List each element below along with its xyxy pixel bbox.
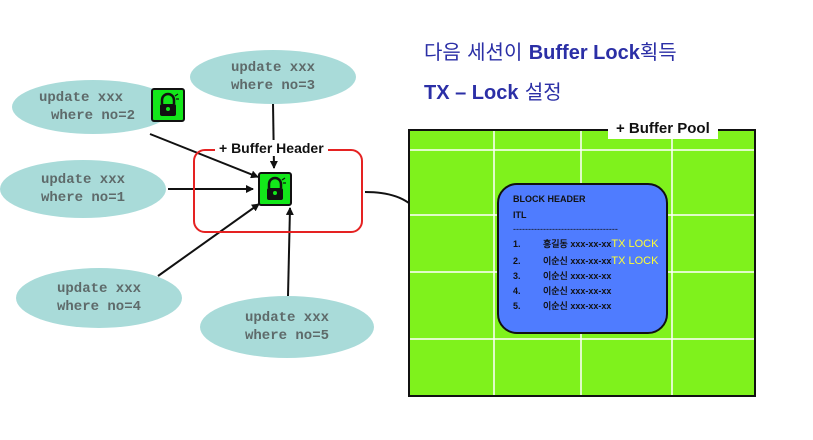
tx-lock-badge: TX LOCK (611, 238, 659, 250)
block-row: 4.이순신 xxx-xx-xx (513, 286, 612, 296)
padlock-icon (151, 88, 185, 122)
arrow-no5 (285, 207, 294, 297)
buffer-header-padlock-icon (258, 172, 292, 206)
buffer-header-label: + Buffer Header (215, 140, 328, 156)
block-row: 2.이순신 xxx-xx-xxTX LOCK (513, 255, 659, 267)
session-no5: update xxx where no=5 (200, 296, 374, 358)
title-line-1: 다음 세션이 Buffer Lock획득 (424, 40, 677, 64)
block-row: 1.홍길동 xxx-xx-xxTX LOCK (513, 238, 659, 250)
block-separator: ----------------------------------- (513, 224, 618, 234)
block-row: 5.이순신 xxx-xx-xx (513, 301, 612, 311)
tx-lock-badge: TX LOCK (611, 255, 659, 267)
block-header-label: BLOCK HEADER (513, 194, 586, 204)
session-no2: update xxx where no=2 (12, 80, 174, 134)
data-block: BLOCK HEADER ITL -----------------------… (497, 183, 668, 334)
arrow-no3 (269, 102, 278, 169)
session-no4: update xxx where no=4 (16, 268, 182, 328)
itl-label: ITL (513, 210, 527, 220)
session-no3: update xxx where no=3 (190, 50, 356, 104)
block-row: 3.이순신 xxx-xx-xx (513, 271, 612, 281)
title-line-2: TX – Lock 설정 (424, 80, 562, 104)
session-no1: update xxx where no=1 (0, 160, 166, 218)
buffer-pool-label: + Buffer Pool (608, 118, 718, 139)
arrow-no4 (157, 203, 260, 277)
